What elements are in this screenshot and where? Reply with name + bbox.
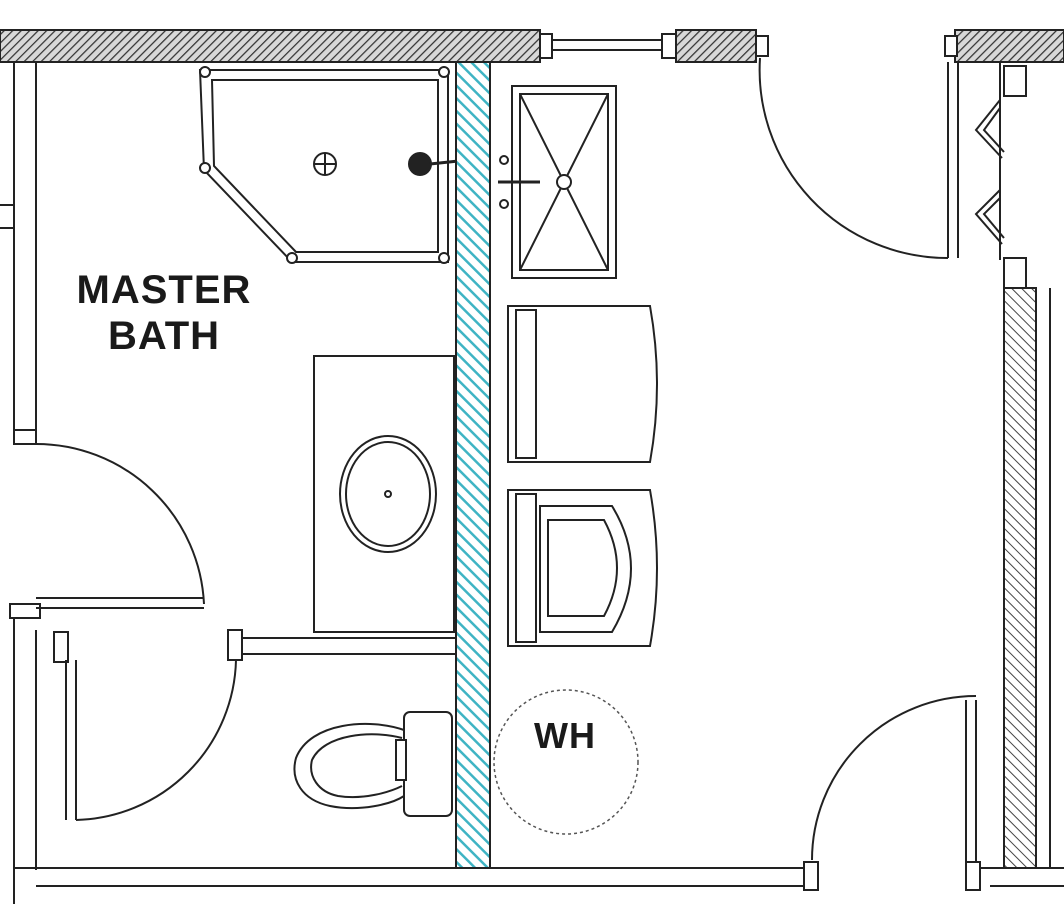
closet <box>974 62 1027 289</box>
shower <box>198 66 469 264</box>
bath-entry-door <box>35 442 205 609</box>
master-bath-label-line1: MASTER <box>76 268 252 312</box>
washer <box>507 489 658 647</box>
master-bath-label-line2: BATH <box>107 314 221 358</box>
laundry-door-top <box>758 57 959 260</box>
wet-wall <box>455 61 491 869</box>
interior-wall-right <box>1003 287 1051 869</box>
shower-head-icon <box>408 152 432 176</box>
vanity <box>313 355 455 633</box>
dryer <box>507 305 658 463</box>
exterior-wall-bottom <box>14 861 1064 891</box>
water-heater-label: WH <box>534 715 596 756</box>
toilet-partition-wall <box>53 629 456 821</box>
vanity-sink <box>339 435 437 553</box>
utility-sink <box>498 85 617 279</box>
exterior-wall-top <box>0 29 1064 63</box>
toilet <box>293 711 453 817</box>
laundry-door-bottom <box>811 695 977 862</box>
water-heater <box>493 689 639 835</box>
exterior-wall-left <box>0 62 41 904</box>
